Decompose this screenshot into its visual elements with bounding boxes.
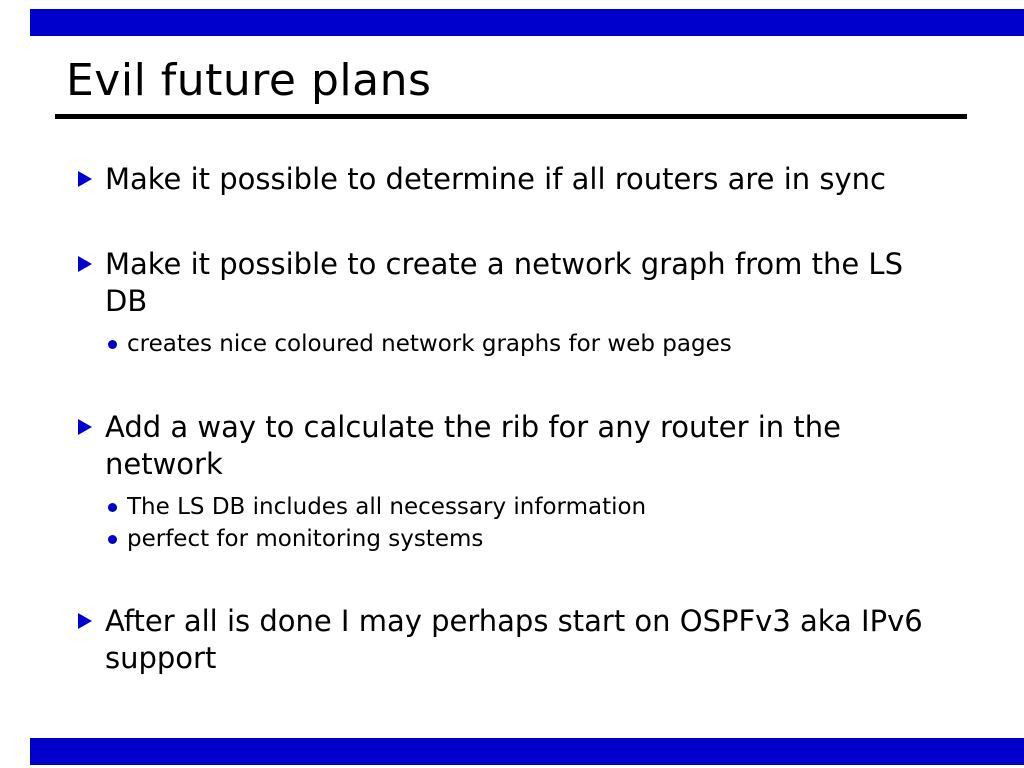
triangle-bullet-icon	[78, 246, 105, 272]
triangle-bullet-icon	[78, 161, 105, 187]
slide-title: Evil future plans	[66, 55, 432, 106]
sub-bullet-item: The LS DB includes all necessary informa…	[105, 491, 968, 523]
bullet-list: Make it possible to determine if all rou…	[78, 161, 968, 677]
sub-bullet-list: creates nice coloured network graphs for…	[105, 328, 968, 360]
title-underline	[55, 113, 967, 119]
bullet-body: After all is done I may perhaps start on…	[105, 603, 968, 677]
bullet-item: After all is done I may perhaps start on…	[78, 603, 968, 677]
triangle-bullet-icon	[78, 603, 105, 629]
sub-bullet-text: perfect for monitoring systems	[127, 525, 484, 552]
bullet-body: Make it possible to create a network gra…	[105, 246, 968, 360]
bottom-accent-bar	[30, 738, 1024, 765]
bullet-text: Add a way to calculate the rib for any r…	[105, 409, 841, 481]
sub-bullet-text: The LS DB includes all necessary informa…	[127, 493, 647, 520]
bullet-body: Add a way to calculate the rib for any r…	[105, 409, 968, 556]
sub-bullet-text: creates nice coloured network graphs for…	[127, 331, 732, 358]
dot-bullet-icon	[105, 491, 127, 512]
sub-bullet-item: perfect for monitoring systems	[105, 523, 968, 555]
sub-bullet-list: The LS DB includes all necessary informa…	[105, 491, 968, 555]
dot-bullet-icon	[105, 523, 127, 544]
triangle-bullet-icon	[78, 409, 105, 435]
bullet-body: Make it possible to determine if all rou…	[105, 161, 968, 198]
title-block: Evil future plans	[55, 55, 967, 119]
bullet-item: Make it possible to determine if all rou…	[78, 161, 968, 198]
dot-bullet-icon	[105, 328, 127, 349]
bullet-text: After all is done I may perhaps start on…	[105, 604, 923, 676]
bullet-text: Make it possible to determine if all rou…	[105, 162, 886, 196]
bullet-item: Make it possible to create a network gra…	[78, 246, 968, 360]
top-accent-bar	[30, 9, 1024, 36]
bullet-text: Make it possible to create a network gra…	[105, 247, 903, 319]
bullet-item: Add a way to calculate the rib for any r…	[78, 409, 968, 556]
sub-bullet-item: creates nice coloured network graphs for…	[105, 328, 968, 360]
